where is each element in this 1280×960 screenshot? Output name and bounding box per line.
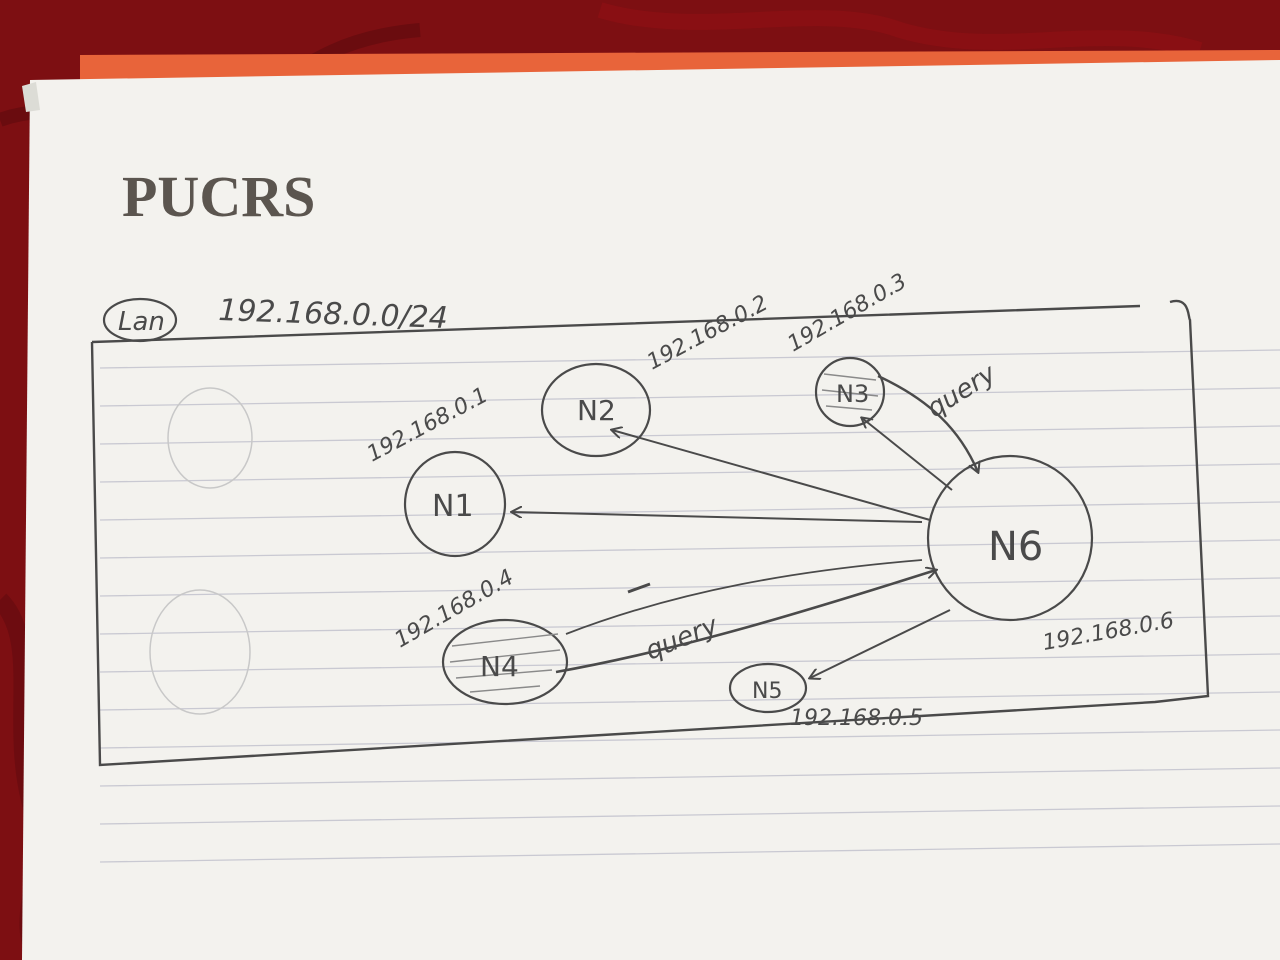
node-n2-label: N2: [577, 394, 616, 427]
lan-network: 192.168.0.0/24: [218, 293, 449, 336]
brand-logo: PUCRS: [122, 164, 315, 229]
edge-n6-n1: [512, 512, 923, 523]
scribble-mark: [627, 582, 651, 594]
ruled-line: [99, 729, 1280, 749]
ruled-line: [99, 653, 1280, 673]
edge-n3-n6-query: [877, 374, 978, 472]
edge-n6-n3: [862, 418, 953, 491]
ruled-line: [99, 387, 1280, 407]
node-n5-ip: 192.168.0.5: [790, 706, 923, 731]
node-n4: N4: [441, 618, 569, 706]
node-n4-label: N4: [480, 650, 519, 683]
ruled-line: [99, 615, 1280, 635]
node-n1-label: N1: [432, 489, 474, 524]
ruled-line: [99, 539, 1280, 559]
edge-n4-n6-query: [555, 570, 936, 674]
node-n3: N3: [814, 356, 886, 428]
erased-circle-1: [167, 387, 253, 489]
ruled-line: [99, 767, 1280, 787]
lan-boundary: [90, 299, 1210, 767]
node-n5-label: N5: [752, 679, 782, 704]
lan-label: Lan: [118, 307, 165, 337]
ruled-line: [99, 577, 1280, 597]
node-n3-label: N3: [836, 380, 869, 408]
ruled-line: [99, 843, 1280, 863]
ruled-line: [99, 463, 1280, 483]
ruled-line: [99, 425, 1280, 445]
edge-n6-n5: [810, 609, 951, 678]
node-n2: N2: [540, 362, 652, 458]
erased-circle-2: [149, 589, 251, 715]
node-n6-label: N6: [988, 524, 1043, 570]
edge-n4-n6-upper: [565, 559, 923, 635]
ruled-line: [99, 805, 1280, 825]
node-n5: N5: [728, 662, 808, 714]
node-n6: N6: [926, 454, 1094, 622]
node-n1: N1: [403, 450, 507, 558]
ruled-line: [99, 501, 1280, 521]
edge-n6-n2: [612, 430, 931, 521]
ruled-line: [99, 691, 1280, 711]
ruled-lines: [99, 349, 1280, 863]
ruled-line: [99, 349, 1280, 369]
